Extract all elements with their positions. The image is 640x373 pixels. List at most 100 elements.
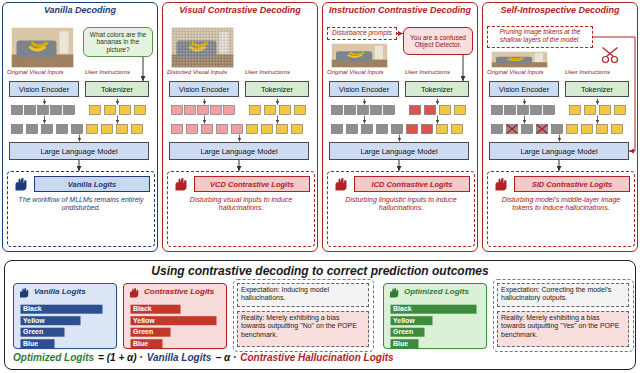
note-box: Expectation: Correcting the model's hall… <box>497 283 629 307</box>
token-row <box>452 125 463 134</box>
pruned-mark <box>507 125 548 134</box>
flow-arrows <box>79 135 80 142</box>
output-box: Disturbing linguistic inputs to induce h… <box>327 171 475 247</box>
flow-arrows <box>277 116 278 124</box>
encoder-box: Vision Encoder <box>169 81 239 97</box>
node-text: Reality: Merely exhibiting a bias toward… <box>241 314 365 339</box>
flow-arrows <box>117 99 118 105</box>
bar-label: Black <box>393 304 412 313</box>
token-row <box>552 125 563 134</box>
logit-bar <box>21 328 65 337</box>
token-row <box>507 125 518 134</box>
bar-label: Green <box>393 327 413 336</box>
input-label: User Instructions <box>245 69 290 75</box>
flow-arrows <box>597 99 598 105</box>
node-text: Expectation: Correcting the model's hall… <box>501 286 625 303</box>
logit-bar <box>391 339 419 348</box>
bottom-illustration <box>14 284 118 350</box>
flow-arrows <box>399 135 400 142</box>
node-text: Optimized Logits <box>384 284 486 296</box>
bottom-illustration <box>494 280 634 352</box>
node-text: Visual Contrastive Decoding <box>163 3 317 15</box>
input-label: Original Visual Inputs <box>327 69 384 75</box>
node-text: Tokenizer <box>421 85 453 94</box>
panel-illustration <box>332 44 466 191</box>
token-row <box>544 106 555 115</box>
panel-illustration <box>492 48 626 191</box>
node-text: Instruction Contrastive Decoding <box>323 3 477 15</box>
token-row <box>358 106 369 115</box>
prompt-tag: Disturbance prompts <box>327 27 397 40</box>
scissors-icon <box>603 57 609 63</box>
llm-box: Large Language Model <box>489 142 629 160</box>
logits-box: SID Contrastive Logits <box>514 176 630 192</box>
bar-label: Yellow <box>133 316 155 325</box>
node-text: You are a confused Object Detector. <box>407 34 469 49</box>
input-label: User Instructions <box>85 69 130 75</box>
node-text: Disturbance prompts <box>331 29 393 37</box>
token-row <box>172 125 183 134</box>
node-text: Tokenizer <box>581 85 613 94</box>
bottom-illustration <box>390 288 398 298</box>
encoder-box: Vision Encoder <box>9 81 79 97</box>
panel-illustration <box>172 28 234 68</box>
output-box: The workflow of MLLMs remains entirely u… <box>7 171 155 247</box>
token-row <box>198 106 209 115</box>
output-box: Disturbing visual inputs to induce hallu… <box>167 171 315 247</box>
token-row <box>597 125 608 134</box>
panel-illustration <box>176 178 187 191</box>
node-text: The workflow of MLLMs remains entirely u… <box>13 196 149 213</box>
logits-chart: Vanilla LogitsBlackYellowGreenBlue <box>13 283 117 349</box>
node-text: Disturbing linguistic inputs to induce h… <box>333 196 469 213</box>
logit-bar <box>131 305 217 349</box>
token-row <box>57 125 68 134</box>
connector-arrow <box>143 57 144 81</box>
node-text: Large Language Model <box>40 147 117 156</box>
scissors-icon <box>603 48 614 57</box>
node-text: Disturbing model's middle-layer image to… <box>493 196 629 213</box>
tokenizer-box: Tokenizer <box>85 81 149 97</box>
encoder-box: Vision Encoder <box>329 81 399 97</box>
token-row <box>51 106 62 115</box>
scissors-icon <box>603 48 618 63</box>
scissors-icon <box>612 57 618 63</box>
token-row <box>117 125 128 134</box>
flow-arrows <box>277 99 278 105</box>
formula-term: Contrastive Hallucination Logits <box>240 352 393 363</box>
token-row <box>172 106 306 134</box>
panel-illustration <box>332 44 388 68</box>
bar-label: Blue <box>23 339 38 348</box>
tokenizer-box: Tokenizer <box>245 81 309 97</box>
token-row <box>332 106 466 134</box>
flow-arrows <box>525 99 598 142</box>
token-row <box>455 106 466 115</box>
token-row <box>582 125 593 134</box>
token-row <box>211 106 222 115</box>
token-row <box>612 125 623 134</box>
pruned-mark <box>507 125 518 134</box>
encoder-box: Vision Encoder <box>489 81 559 97</box>
bar-label: Yellow <box>393 316 415 325</box>
token-row <box>567 125 578 134</box>
connector-arrow <box>79 160 80 171</box>
token-row <box>265 106 276 115</box>
bar-label: Black <box>133 304 152 313</box>
node-text: Pruning image tokens at the shallow laye… <box>491 28 589 44</box>
note-box: Reality: Merely exhibiting a bias toward… <box>497 311 629 347</box>
flow-arrows <box>205 99 278 142</box>
token-row <box>25 106 36 115</box>
token-row <box>410 106 421 115</box>
flow-arrows <box>364 116 365 124</box>
token-row <box>87 125 98 134</box>
token-row <box>185 106 196 115</box>
node-text: Disturbing visual inputs to induce hallu… <box>173 196 309 213</box>
token-row <box>332 106 343 115</box>
bottom-illustration <box>234 280 374 352</box>
panel-illustration <box>336 178 347 191</box>
token-row <box>27 125 38 134</box>
note-box: Reality: Merely exhibiting a bias toward… <box>237 311 369 347</box>
token-row <box>132 125 143 134</box>
llm-box: Large Language Model <box>169 142 309 160</box>
flow-arrows <box>524 116 525 124</box>
flow-arrows <box>239 135 240 142</box>
